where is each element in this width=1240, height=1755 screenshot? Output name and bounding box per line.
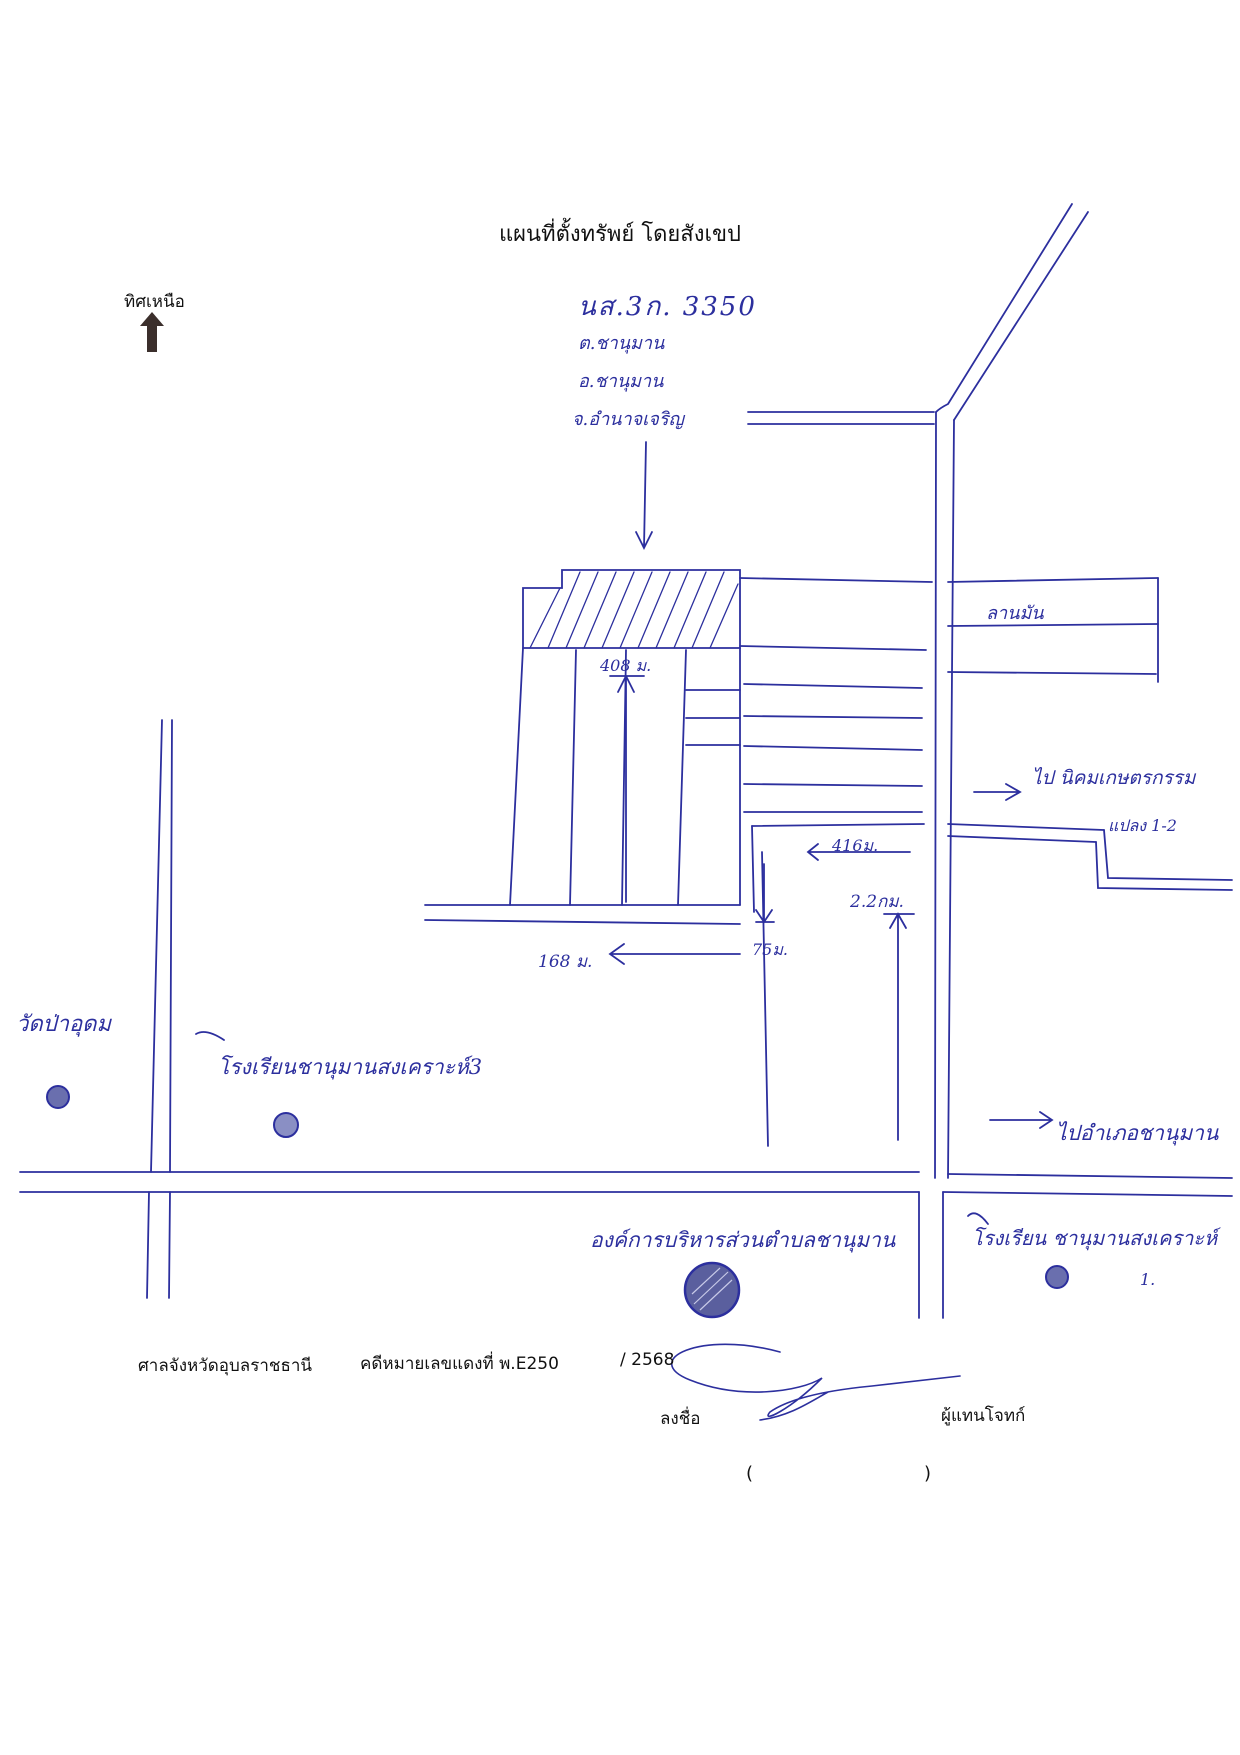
parcel-district: อ.ชานุมาน bbox=[578, 371, 664, 392]
case-number-year: / 2568 bbox=[620, 1350, 675, 1370]
lane-lower-stub bbox=[751, 825, 755, 913]
road-left-east bbox=[169, 719, 173, 1173]
signature bbox=[670, 1343, 961, 1421]
industrial-road-drop-2 bbox=[1095, 841, 1233, 891]
school-1-number: 1. bbox=[1140, 1270, 1156, 1289]
distance-416: 416ม. bbox=[832, 836, 879, 855]
to-industrial-arrow bbox=[973, 783, 1022, 801]
school-1-icon bbox=[1045, 1265, 1069, 1289]
access-road-bottom bbox=[424, 919, 741, 925]
industrial-plot-label: แปลง 1-2 bbox=[1108, 816, 1177, 835]
role-label: ผู้แทนโจทก์ bbox=[941, 1406, 1026, 1426]
school-3-leader bbox=[195, 1031, 225, 1041]
road-diagonal-east bbox=[953, 211, 1089, 421]
temple-icon bbox=[46, 1085, 70, 1109]
parcel-pointer-arrow bbox=[635, 441, 653, 551]
lane bbox=[743, 683, 923, 689]
dim-75 bbox=[755, 863, 775, 924]
industrial-road-drop bbox=[1103, 829, 1233, 881]
strip-line bbox=[509, 647, 524, 906]
distance-2-2km: 2.2กม. bbox=[850, 892, 904, 912]
name-paren-open: ( bbox=[746, 1463, 754, 1484]
school-1-label: โรงเรียน ชานุมานสงเคราะห์ bbox=[972, 1226, 1218, 1250]
distance-408: 408 ม. bbox=[600, 656, 652, 675]
lane bbox=[743, 715, 923, 719]
road-main-west-edge bbox=[934, 411, 937, 1179]
distance-168: 168 ม. bbox=[538, 952, 593, 972]
parcel-id: นส.3ก. 3350 bbox=[578, 292, 757, 322]
north-label: ทิศเหนือ bbox=[124, 292, 185, 312]
dim-2-2km bbox=[883, 912, 915, 1141]
lane bbox=[739, 577, 933, 583]
sign-label: ลงชื่อ bbox=[660, 1409, 701, 1429]
map-title: แผนที่ตั้งทรัพย์ โดยสังเขป bbox=[498, 222, 742, 247]
lane-lower-right bbox=[761, 851, 769, 1147]
dim-408 bbox=[609, 673, 645, 903]
sao-office-label: องค์การบริหารส่วนตำบลชานุมาน bbox=[590, 1228, 896, 1252]
dim-416 bbox=[806, 843, 911, 861]
temple-label: วัดป่าอุดม bbox=[16, 1012, 111, 1037]
dim-168 bbox=[608, 943, 741, 965]
distance-75: 75ม. bbox=[752, 940, 788, 959]
school-3-label: โรงเรียนชานุมานสงเคราะห์3 bbox=[218, 1055, 483, 1079]
road-left-lower-west bbox=[146, 1191, 150, 1299]
parcel-hatching bbox=[529, 571, 739, 649]
road-left-lower-east bbox=[168, 1191, 171, 1299]
road-ew-east-south bbox=[942, 1191, 1233, 1197]
lane bbox=[743, 745, 923, 751]
parcel-subdistrict: ต.ชานุมาน bbox=[578, 333, 665, 354]
road-main-east-edge bbox=[947, 419, 955, 1179]
lane-lower-left bbox=[751, 823, 925, 827]
field-label: ลานมัน bbox=[986, 603, 1044, 624]
road-ew-east-north bbox=[947, 1173, 1233, 1179]
to-district-arrow bbox=[989, 1111, 1054, 1129]
field-top bbox=[947, 577, 1159, 583]
case-number-prefix: คดีหมายเลขแดงที่ พ.E250 bbox=[360, 1354, 559, 1374]
to-industrial-label: ไป นิคมเกษตรกรรม bbox=[1032, 767, 1196, 789]
road-diagonal-west bbox=[935, 203, 1073, 413]
industrial-road-bottom bbox=[947, 835, 1097, 843]
to-district-label: ไปอำเภอชานุมาน bbox=[1056, 1121, 1219, 1145]
strip-line bbox=[677, 649, 687, 906]
court-name: ศาลจังหวัดอุบลราชธานี bbox=[138, 1356, 312, 1376]
road-left-west bbox=[150, 719, 163, 1173]
parcel-province: จ.อำนาจเจริญ bbox=[572, 409, 684, 430]
north-arrow-icon bbox=[140, 312, 164, 352]
field-mid bbox=[947, 623, 1159, 627]
school-3-icon bbox=[273, 1112, 299, 1138]
sao-office-icon bbox=[683, 1261, 741, 1319]
industrial-road-top bbox=[947, 823, 1105, 831]
strip-line bbox=[569, 649, 577, 906]
parcel-outline bbox=[522, 569, 741, 649]
school-1-leader bbox=[967, 1212, 989, 1225]
name-paren-close: ) bbox=[924, 1463, 932, 1484]
lane bbox=[739, 645, 927, 651]
lane bbox=[743, 783, 923, 787]
field-bottom bbox=[947, 671, 1157, 675]
